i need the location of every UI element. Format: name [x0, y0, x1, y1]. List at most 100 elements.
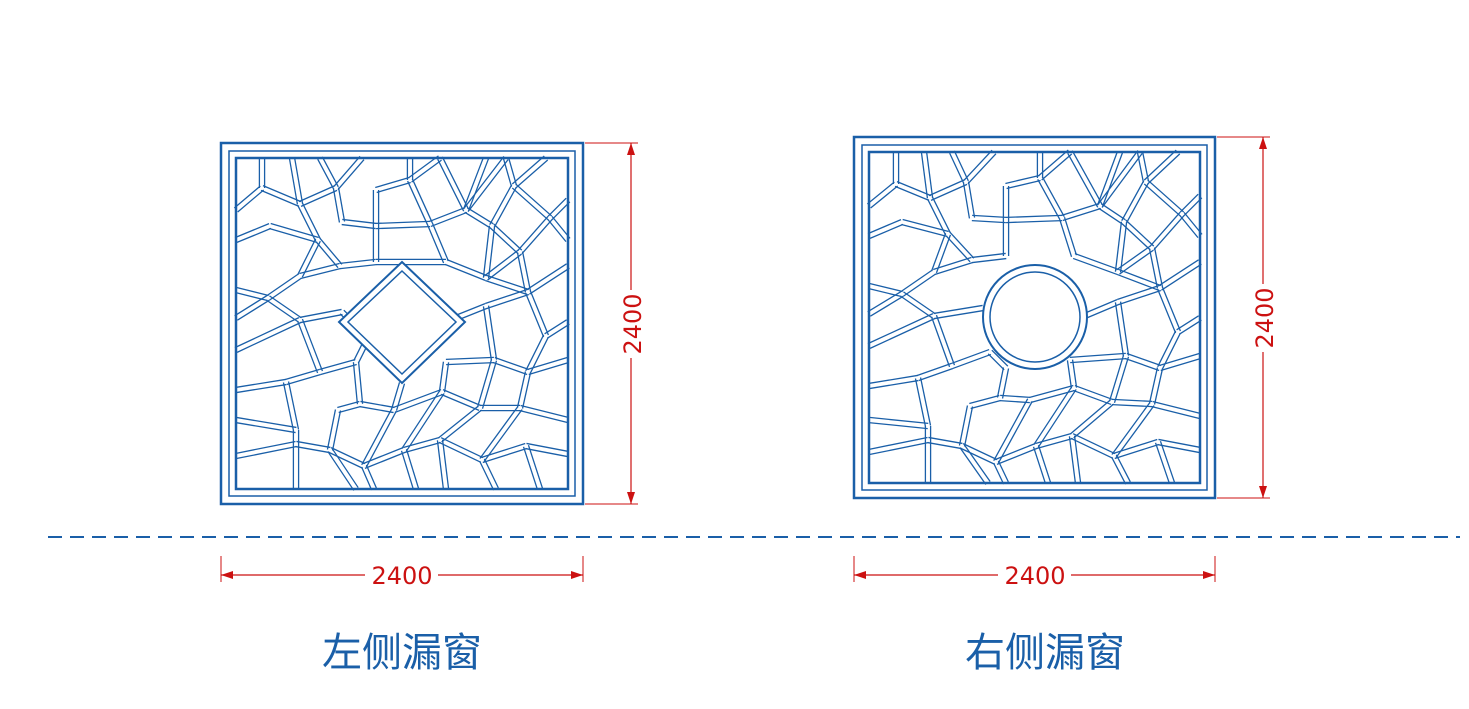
lattice-bar — [331, 448, 359, 488]
lattice-bar — [516, 252, 527, 293]
lattice-bar — [487, 253, 522, 281]
lattice-bar — [317, 158, 335, 190]
lattice-bar — [1067, 152, 1099, 208]
lattice-bar — [972, 257, 1007, 264]
lattice-bar — [1066, 360, 1073, 389]
lattice-bar — [950, 348, 990, 365]
lattice-bar — [920, 152, 929, 199]
lattice-bar — [234, 295, 267, 317]
right-middle-frame — [861, 144, 1208, 491]
lattice-bar — [441, 156, 469, 210]
left-width-dimension: 2400 — [220, 556, 584, 590]
lattice-bar — [919, 377, 932, 426]
lattice-bar — [427, 224, 445, 264]
lattice-bar — [440, 393, 480, 411]
lattice-bar — [361, 466, 373, 491]
lattice-bar — [301, 318, 324, 372]
lattice-bar — [1069, 399, 1111, 435]
lattice-bar — [301, 240, 321, 278]
lattice-bar — [296, 320, 319, 374]
lattice-bar — [527, 356, 568, 371]
lattice-bar — [486, 293, 530, 310]
lattice-bar — [1108, 355, 1125, 402]
lattice-bar — [437, 405, 479, 439]
right-center-circle — [982, 264, 1088, 370]
lattice-bar — [519, 409, 568, 424]
lattice-bar — [987, 353, 1005, 371]
lattice-bar — [479, 460, 495, 491]
lattice-bar — [1069, 352, 1126, 359]
lattice-bar — [411, 178, 433, 224]
lattice-bar — [1179, 319, 1202, 335]
lattice-bar — [945, 235, 971, 263]
lattice-bar — [996, 447, 1038, 466]
lattice-bar — [233, 185, 261, 209]
lattice-bar — [902, 218, 949, 233]
left-window-panel — [219, 141, 585, 506]
lattice-bar — [1161, 263, 1202, 291]
lattice-bar — [408, 155, 439, 179]
lattice-bar — [1151, 405, 1200, 420]
lattice-bar — [949, 231, 975, 259]
lattice-bar — [930, 232, 947, 272]
lattice-bar — [970, 399, 1001, 410]
lattice-bar — [467, 207, 494, 225]
lattice-bar — [404, 441, 441, 454]
lattice-bar — [441, 409, 483, 443]
lattice-bar — [300, 313, 343, 324]
lattice-bar — [494, 356, 530, 371]
lattice-bar — [1072, 257, 1118, 276]
lattice-bar — [1119, 249, 1154, 275]
lattice-bar — [1035, 432, 1072, 445]
lattice-bar — [1070, 357, 1127, 364]
lattice-bar — [526, 442, 569, 453]
lattice-bar — [405, 449, 420, 489]
lattice-bar — [1112, 398, 1153, 403]
left-middle-frame — [228, 150, 576, 497]
lattice-bar — [515, 183, 553, 217]
lattice-bar — [551, 201, 571, 221]
lattice-bar — [547, 219, 567, 243]
lattice-bar — [293, 157, 304, 204]
lattice-bar — [467, 158, 490, 212]
lattice-bar — [1098, 207, 1123, 225]
lattice-bar — [1158, 438, 1201, 449]
lattice-bar — [517, 215, 549, 251]
lattice-bar — [868, 421, 928, 430]
lattice-bar — [1116, 284, 1160, 301]
lattice-bar — [390, 382, 401, 410]
lattice-bar — [1124, 357, 1160, 372]
lattice-bar — [337, 400, 360, 409]
lattice-bar — [869, 317, 936, 349]
lattice-bar — [487, 226, 496, 279]
lattice-bar — [1148, 248, 1159, 289]
left-outer-frame — [219, 141, 585, 506]
lattice-bar — [1147, 153, 1181, 185]
lattice-bar — [918, 367, 954, 382]
lattice-bar — [401, 390, 441, 449]
lattice-bar — [1074, 384, 1114, 401]
lattice-bar — [262, 185, 302, 203]
lattice-bar — [339, 258, 376, 265]
lattice-bar — [1071, 150, 1103, 206]
lattice-bar — [441, 439, 450, 489]
lattice-bar — [357, 361, 364, 404]
lattice-bar — [903, 291, 936, 315]
lattice-bar — [993, 398, 1029, 462]
lattice-bar — [525, 334, 545, 372]
lattice-bar — [462, 156, 485, 210]
lattice-bar — [464, 211, 491, 229]
lattice-bar — [1161, 332, 1181, 370]
lattice-bar — [1005, 174, 1040, 185]
lattice-bar — [443, 362, 450, 393]
lattice-bar — [328, 451, 364, 469]
lattice-bar — [484, 249, 519, 277]
left-caption: 左侧漏窗 — [322, 630, 482, 676]
lattice-bar — [1161, 286, 1182, 332]
lattice-bar — [1125, 219, 1155, 247]
lattice-bar — [928, 179, 966, 197]
lattice-bar — [868, 436, 928, 451]
lattice-bar — [551, 215, 571, 239]
lattice-bar — [1125, 182, 1149, 224]
